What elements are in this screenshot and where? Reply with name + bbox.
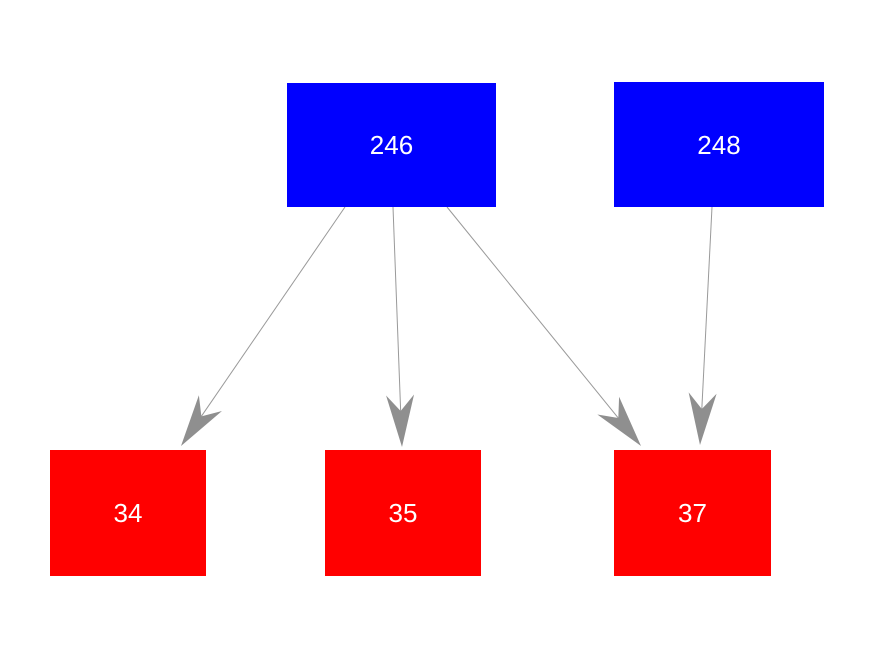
node-35[interactable]: 35 — [325, 450, 481, 576]
edge-line — [392, 206, 402, 412]
edge-248-37 — [688, 206, 717, 445]
arrowhead-icon — [181, 395, 222, 446]
node-label: 246 — [369, 130, 414, 160]
arrowhead-icon — [688, 392, 717, 445]
edge-line — [200, 206, 346, 417]
node-label: 34 — [113, 498, 143, 528]
node-label: 37 — [678, 498, 707, 528]
edge-line — [446, 206, 619, 419]
edge-246-35 — [386, 206, 415, 447]
edge-line — [701, 206, 713, 410]
node-246[interactable]: 246 — [287, 83, 496, 207]
node-label: 35 — [388, 498, 418, 528]
edge-246-34 — [181, 206, 346, 446]
edge-246-37 — [446, 206, 641, 446]
node-37[interactable]: 37 — [614, 450, 771, 576]
node-34[interactable]: 34 — [50, 450, 206, 576]
node-label: 248 — [697, 129, 741, 160]
arrowhead-icon — [597, 396, 641, 446]
node-248[interactable]: 248 — [614, 82, 824, 207]
arrowhead-icon — [386, 394, 415, 447]
